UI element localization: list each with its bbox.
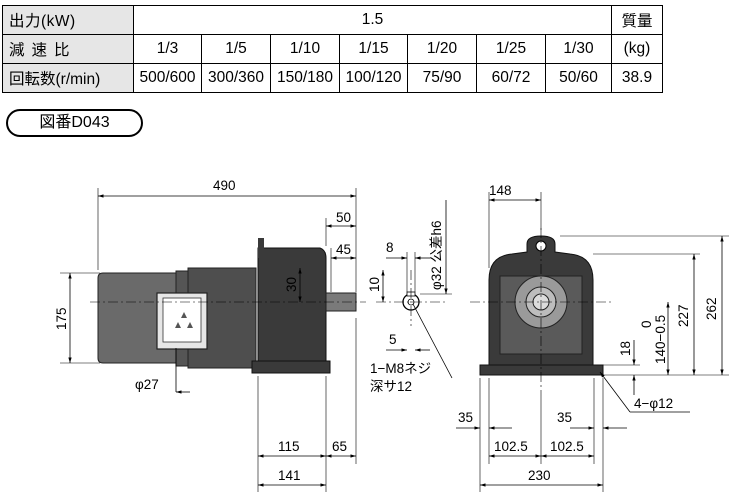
logo-icon	[175, 312, 193, 328]
speed-cell: 100/120	[339, 63, 408, 93]
ratio-cell: 1/25	[476, 34, 546, 64]
output-value: 1.5	[133, 5, 612, 35]
dim-102-left: 102.5	[494, 439, 528, 454]
speed-cell: 300/360	[201, 63, 271, 93]
output-label: 出力(kW)	[2, 5, 134, 35]
width-230: 230	[528, 468, 551, 483]
tap-note-1: 1−M8ネジ	[370, 361, 431, 376]
front-view: 148 262 227 0 140−0.5 18 35 35 102.5	[456, 183, 729, 492]
dim-102-right: 102.5	[550, 439, 584, 454]
dim-115: 115	[278, 439, 300, 454]
tol-lower: 140−0.5	[653, 315, 668, 364]
shaft-dia: φ32 公差h6	[429, 220, 444, 290]
table-row: 減速比 1/3 1/5 1/10 1/15 1/20 1/25 1/30 (kg…	[2, 34, 663, 64]
key-width: 8	[386, 240, 394, 255]
height-262: 262	[704, 297, 719, 320]
mass-header: 質量	[611, 5, 663, 35]
dim-phi27: φ27	[135, 377, 159, 392]
dim-141: 141	[278, 468, 301, 483]
dim-50: 50	[336, 210, 351, 225]
foot-18: 18	[618, 341, 633, 356]
speed-cell: 60/72	[476, 63, 546, 93]
dim-175: 175	[54, 307, 69, 330]
dim-35-right: 35	[557, 410, 572, 425]
spec-table: 出力(kW) 1.5 質量 減速比 1/3 1/5 1/10 1/15 1/20…	[2, 5, 663, 93]
dim-65: 65	[332, 439, 347, 454]
key-height: 10	[367, 277, 382, 292]
speed-cell: 75/90	[407, 63, 477, 93]
dim-490: 490	[213, 178, 236, 193]
dim-45: 45	[336, 242, 351, 257]
ratio-label: 減速比	[2, 34, 134, 64]
mass-value: 38.9	[611, 63, 663, 93]
shaft-end-view: 8 10 5 φ32 公差h6 1−M8ネジ 深サ12	[367, 200, 453, 394]
side-view: 490 50 45 30 175 φ27 115 65 141	[54, 178, 366, 492]
drawing-number: 図番D043	[6, 109, 143, 137]
ratio-cell: 1/30	[545, 34, 612, 64]
tap-note-2: 深サ12	[370, 379, 412, 394]
dim-30: 30	[284, 277, 299, 292]
key-depth: 5	[389, 332, 397, 347]
dim-35-left: 35	[458, 410, 473, 425]
width-148: 148	[489, 183, 512, 198]
ratio-cell: 1/20	[407, 34, 477, 64]
speed-label: 回転数(r/min)	[2, 63, 134, 93]
ratio-cell: 1/15	[339, 34, 408, 64]
table-row: 回転数(r/min) 500/600 300/360 150/180 100/1…	[2, 63, 663, 93]
table-row: 出力(kW) 1.5 質量	[2, 5, 663, 35]
ratio-cell: 1/10	[270, 34, 340, 64]
mass-unit: (kg)	[611, 34, 663, 64]
height-227: 227	[676, 304, 691, 327]
ratio-cell: 1/5	[201, 34, 271, 64]
tol-upper: 0	[639, 320, 654, 328]
speed-cell: 150/180	[270, 63, 340, 93]
holes-note: 4−φ12	[634, 396, 673, 411]
